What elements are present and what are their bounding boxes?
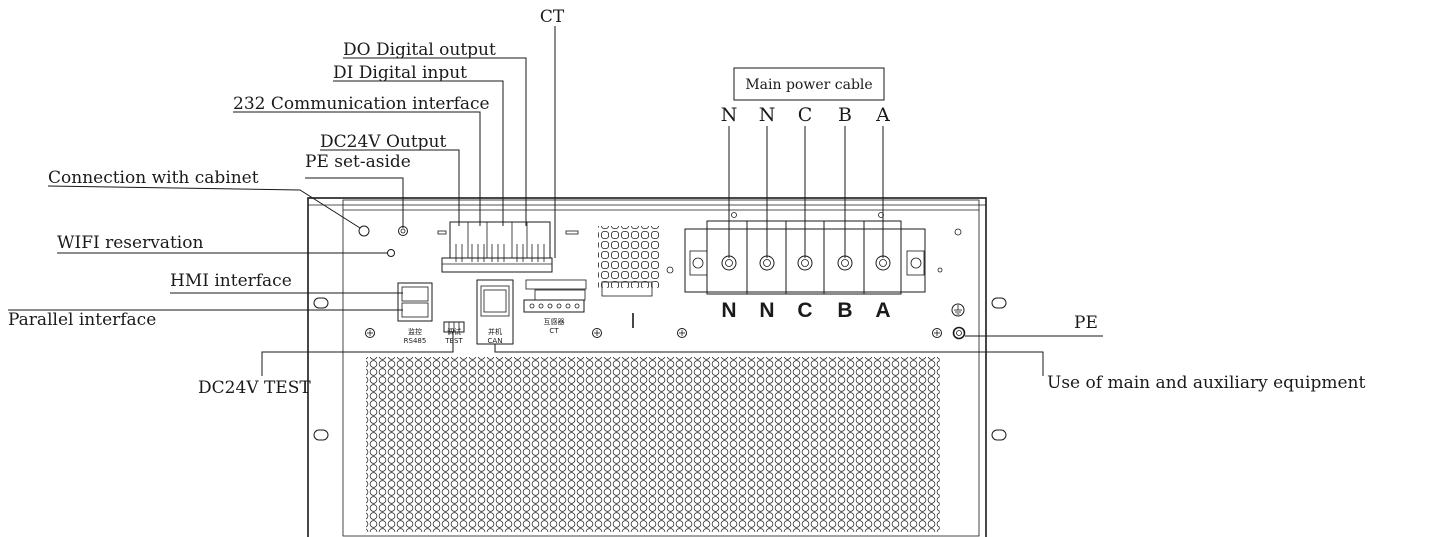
test-label-cn: 调试 [447, 327, 461, 336]
callout-dc24v-test: DC24V TEST [198, 378, 311, 398]
cable-phase-label: N [721, 104, 738, 126]
cable-phase-label: C [798, 104, 813, 126]
terminal-phase-label: C [797, 299, 812, 322]
panel-screws [365, 328, 942, 338]
rs485-label-cn: 监控 [408, 327, 422, 336]
ventilation-mesh [366, 357, 940, 532]
cabinet-connection-hole [358, 225, 370, 237]
terminal-screw-inner [801, 259, 809, 267]
pe-screw [952, 326, 966, 340]
small-screw [666, 266, 674, 274]
ground-symbol-icon [951, 303, 965, 317]
main-power-cable-box [733, 67, 885, 101]
mount-slot [313, 297, 329, 309]
cable-phase-label: B [838, 104, 852, 126]
callout-cabinet: Connection with cabinet [48, 168, 259, 188]
callout-232: 232 Communication interface [233, 94, 490, 114]
callout-main-aux: Use of main and auxiliary equipment [1047, 373, 1365, 393]
callout-ct: CT [540, 7, 565, 27]
can-label-cn: 并机 [488, 327, 502, 336]
terminal-screw [797, 255, 813, 271]
test-port: 调试 TEST [443, 321, 465, 345]
power-terminal-block [684, 212, 962, 295]
terminal-phase-label: A [875, 299, 890, 322]
ct-label-cn: 互感器 [544, 317, 565, 326]
terminal-screw [875, 255, 891, 271]
callout-pe: PE [1074, 313, 1098, 333]
ct-label-en: CT [549, 327, 559, 335]
wifi-reservation-hole [387, 249, 395, 257]
ct-connector: 互感器 CT [523, 279, 587, 335]
callout-parallel: Parallel interface [8, 310, 156, 330]
fan-grille [598, 226, 660, 297]
can-port: 并机 CAN [476, 279, 514, 345]
callout-hmi: HMI interface [170, 271, 292, 291]
callout-do: DO Digital output [343, 40, 496, 60]
chassis [307, 197, 1007, 537]
callout-pe-setaside: PE set-aside [305, 152, 411, 172]
cable-phase-label: N [759, 104, 776, 126]
callout-di: DI Digital input [333, 63, 467, 83]
main-power-cable-label: Main power cable [745, 77, 872, 93]
terminal-phase-label: N [721, 299, 736, 322]
terminal-screw [837, 255, 853, 271]
rs485-port: 监控 RS485 [397, 282, 433, 345]
can-label-en: CAN [488, 337, 503, 345]
terminal-screw-inner [763, 259, 771, 267]
terminal-screw-inner [841, 259, 849, 267]
cable-phase-label: A [875, 104, 890, 126]
terminal-screw-inner [879, 259, 887, 267]
rs485-label-en: RS485 [404, 337, 427, 345]
callout-wifi: WIFI reservation [57, 233, 203, 253]
terminal-screw [721, 255, 737, 271]
leader-lines [8, 26, 1103, 376]
mount-slot [313, 429, 329, 441]
signal-terminal-block [437, 221, 579, 273]
terminal-phase-label: N [759, 299, 774, 322]
mount-slot [991, 297, 1007, 309]
test-label-en: TEST [444, 337, 463, 345]
terminal-phase-label: B [837, 299, 852, 322]
mount-slot [991, 429, 1007, 441]
terminal-screw [759, 255, 775, 271]
terminal-screw-inner [725, 259, 733, 267]
callout-dc24v-output: DC24V Output [320, 132, 446, 152]
